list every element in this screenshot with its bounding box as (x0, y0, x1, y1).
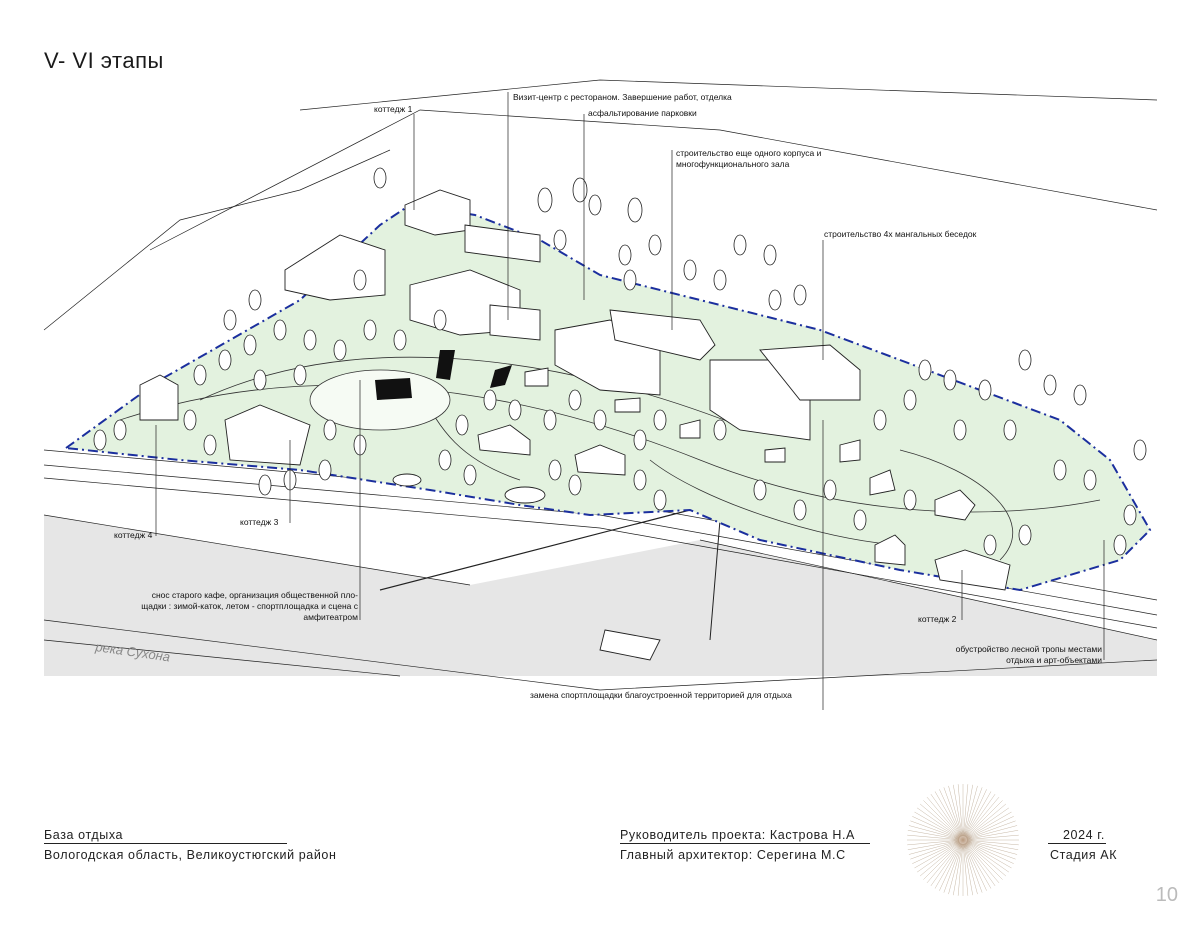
dark-accents (375, 350, 512, 400)
label-cafe-line1: снос старого кафе, организация обществен… (152, 590, 358, 600)
label-new-building-line2: многофункционального зала (676, 159, 790, 169)
trees (93, 167, 1147, 556)
label-visit-center: Визит-центр с рестораном. Завершение раб… (513, 92, 732, 102)
footer-architect: Главный архитектор: Серегина М.С (620, 848, 846, 862)
footer-location: Вологодская область, Великоустюгский рай… (44, 848, 337, 862)
footer-manager: Руководитель проекта: Кастрова Н.А (620, 828, 855, 842)
label-cottage-1: коттедж 1 (374, 104, 413, 114)
label-sport: замена спортплощадки благоустроенной тер… (530, 690, 792, 700)
footer-underline-right (1048, 843, 1106, 844)
label-cafe-line2: щадки : зимой-каток, летом - спортплощад… (141, 601, 358, 611)
leader-lines (155, 92, 1105, 710)
label-cottage-4: коттедж 4 (114, 530, 153, 540)
terrain-lines (43, 79, 1158, 691)
footer-underline-mid (620, 843, 870, 844)
label-trail-line2: отдыха и арт-объектами (1006, 655, 1102, 665)
footer-project-name: База отдыха (44, 828, 124, 842)
label-cottage-2: коттедж 2 (918, 614, 957, 624)
buildings (139, 189, 1011, 661)
sunburst-logo (907, 784, 1019, 896)
label-new-building-line1: строительство еще одного корпуса и (676, 148, 822, 158)
label-bbq: строительство 4х мангальных беседок (824, 229, 977, 239)
footer-underline-left (44, 843, 287, 844)
footer-year: 2024 г. (1063, 828, 1105, 842)
skating-rink (309, 369, 451, 431)
page-number: 10 (1155, 884, 1178, 906)
label-cottage-3: коттедж 3 (240, 517, 279, 527)
river-band (44, 515, 1157, 676)
footer-stage: Стадия АК (1050, 848, 1118, 862)
label-parking: асфальтирование парковки (588, 108, 697, 118)
label-cafe-line3: амфитеатром (303, 612, 358, 622)
page-title: V- VI этапы (44, 48, 164, 73)
label-trail-line1: обустройство лесной тропы местами (956, 644, 1103, 654)
